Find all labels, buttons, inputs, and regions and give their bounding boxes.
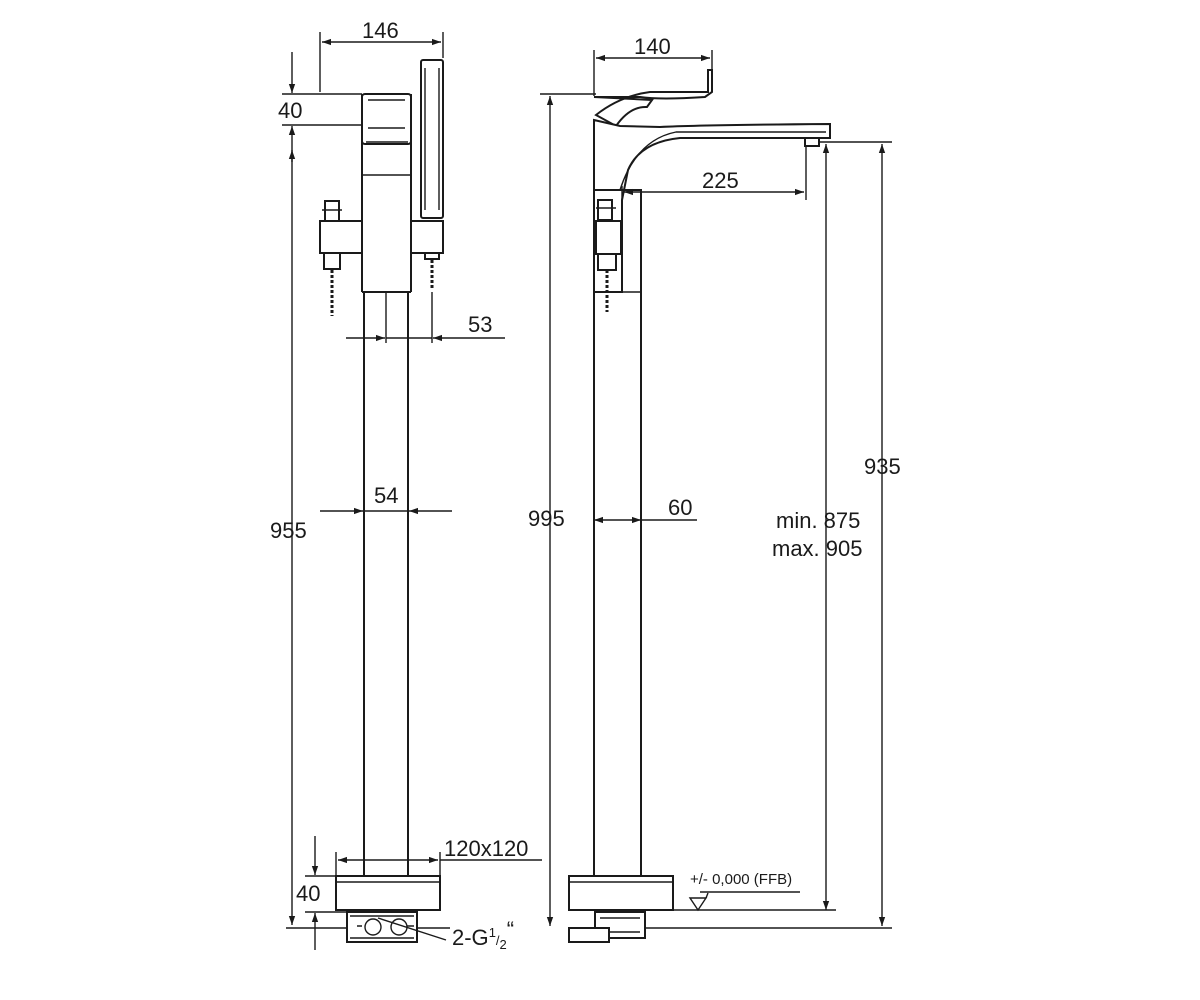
front-column — [363, 291, 409, 877]
side-lever — [593, 69, 713, 128]
dim-995: 995 — [528, 506, 565, 531]
dim-connection: 2-G1/2“ — [452, 917, 514, 952]
dim-54: 54 — [374, 483, 398, 508]
dim-40-top: 40 — [278, 98, 302, 123]
front-dimensions: 146 40 955 53 54 120x120 40 2-G1/ — [270, 18, 542, 952]
front-diverter — [319, 220, 363, 254]
front-hand-shower — [420, 59, 444, 219]
floor-level-label: +/- 0,000 (FFB) — [690, 871, 792, 888]
dim-40-bottom: 40 — [296, 881, 320, 906]
dim-120x120: 120x120 — [444, 836, 528, 861]
front-handle — [361, 93, 412, 145]
side-view — [568, 69, 831, 943]
dim-146: 146 — [362, 18, 399, 43]
side-base — [568, 875, 674, 911]
dim-min: min. 875 — [776, 508, 860, 533]
side-spout-tip — [804, 137, 820, 147]
front-view — [319, 59, 444, 943]
front-base — [335, 875, 441, 911]
dim-225: 225 — [702, 168, 739, 193]
dim-140: 140 — [634, 34, 671, 59]
dim-935: 935 — [864, 454, 901, 479]
side-dimensions: 140 225 995 60 935 min. 875 max. 905 +/-… — [286, 34, 901, 929]
side-diverter — [595, 220, 622, 255]
dim-max: max. 905 — [772, 536, 863, 561]
dim-53: 53 — [468, 312, 492, 337]
side-spout — [593, 118, 831, 293]
dim-60: 60 — [668, 495, 692, 520]
connection-circle-left — [364, 918, 382, 936]
dim-955: 955 — [270, 518, 307, 543]
